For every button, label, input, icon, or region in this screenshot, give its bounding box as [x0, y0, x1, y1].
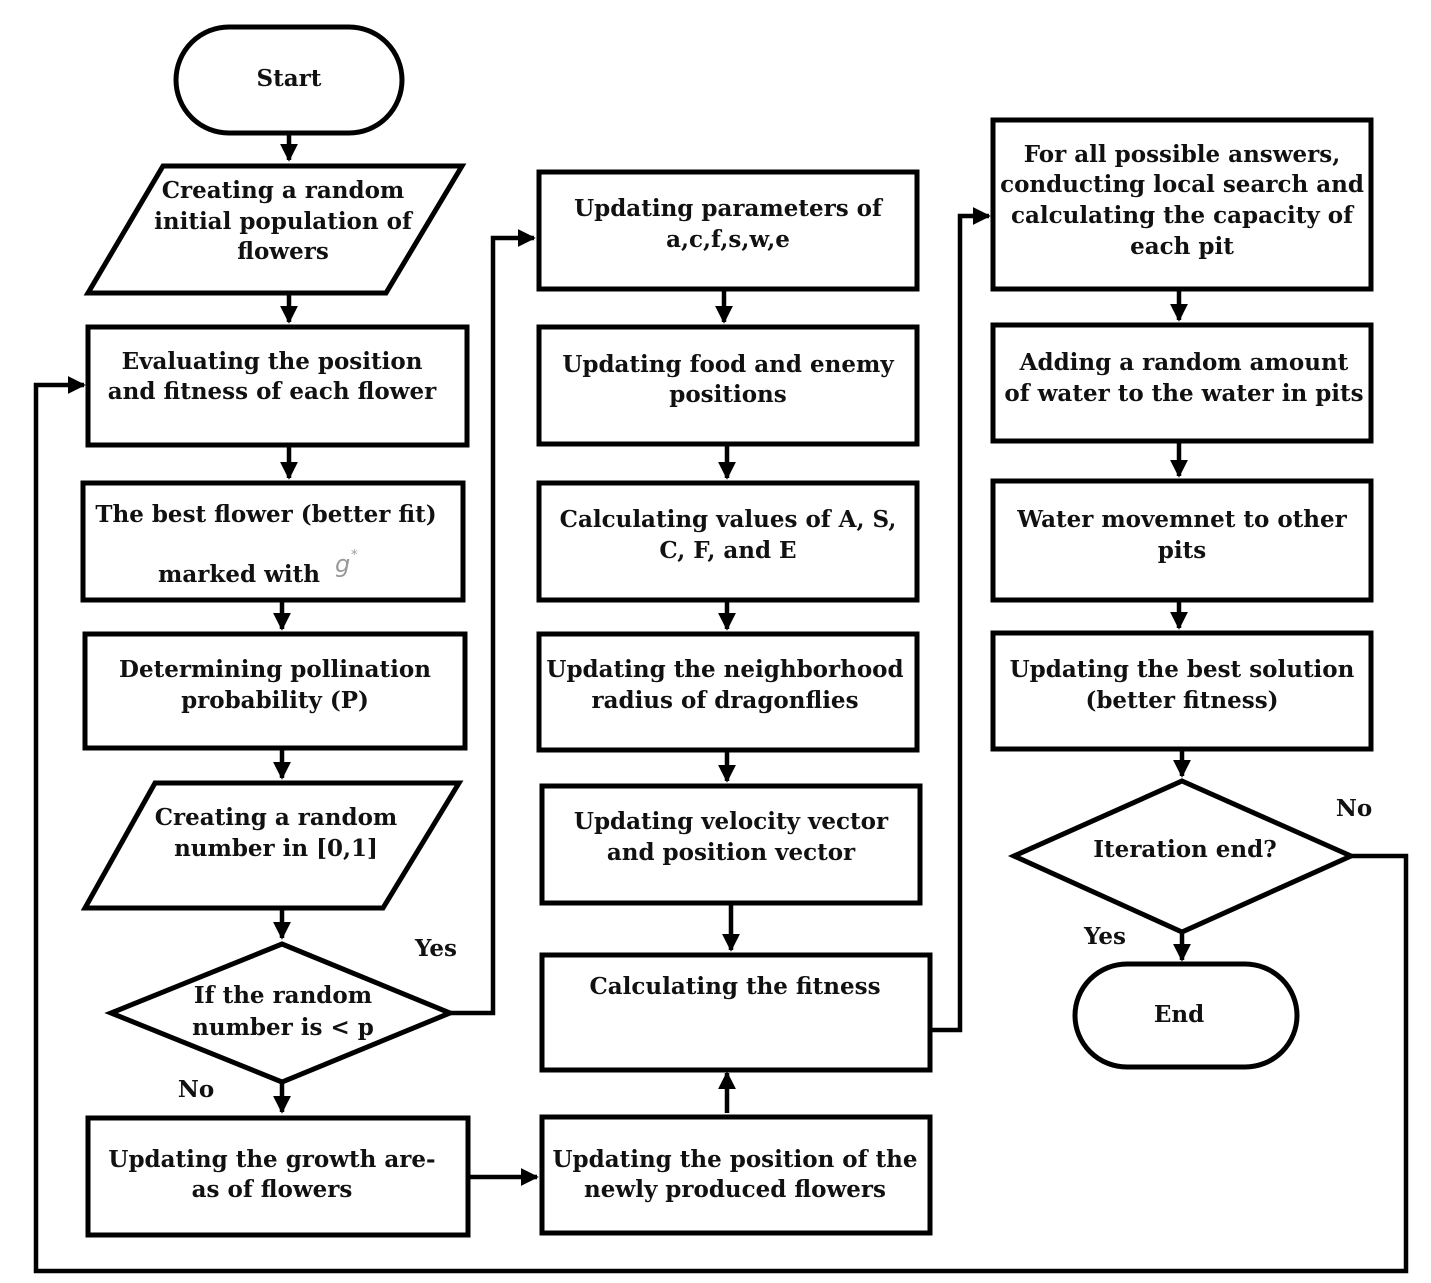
node-neighborhood-line-1: Updating the neighborhood	[546, 656, 903, 683]
node-update-params-line-1: Updating parameters of	[574, 195, 884, 222]
node-update-params-line-2: a,c,f,s,w,e	[666, 226, 790, 253]
node-start-label: Start	[257, 65, 322, 92]
label-decision-iteration-yes: Yes	[1083, 923, 1126, 950]
node-pollination: Determining pollination probability (P)	[82, 631, 468, 751]
node-growth-areas-line-2: as of flowers	[192, 1176, 353, 1203]
arrow-fitness-to-localsearch	[932, 207, 991, 1033]
node-decision-iteration: Iteration end?	[1007, 778, 1358, 935]
node-pollination-line-1: Determining pollination	[119, 656, 431, 683]
node-new-flowers-line-2: newly produced flowers	[584, 1176, 886, 1203]
node-local-search-line-2: conducting local search and	[1000, 171, 1364, 198]
node-local-search: For all possible answers, conducting loc…	[990, 117, 1374, 292]
node-neighborhood-line-2: radius of dragonflies	[591, 687, 858, 714]
node-local-search-line-1: For all possible answers,	[1024, 141, 1341, 168]
node-init-population: Creating a random initial population of …	[83, 163, 467, 296]
node-random-number-line-1: Creating a random	[155, 804, 398, 831]
label-decision-random-yes: Yes	[414, 935, 457, 962]
arrow-iteration-no-loop-back	[33, 376, 1409, 1274]
node-start: Start	[173, 24, 405, 136]
node-new-flowers: Updating the position of the newly produ…	[539, 1114, 933, 1236]
node-neighborhood: Updating the neighborhood radius of drag…	[536, 631, 920, 753]
label-decision-iteration-no: No	[1336, 795, 1372, 822]
node-random-number-line-2: number in [0,1]	[174, 835, 378, 862]
node-calc-values-line-1: Calculating values of A, S,	[560, 506, 897, 533]
node-best-solution: Updating the best solution (better fitne…	[990, 630, 1374, 752]
node-end: End	[1072, 961, 1300, 1070]
node-local-search-line-4: each pit	[1130, 233, 1234, 260]
node-water-movement-line-1: Water movemnet to other	[1016, 506, 1347, 533]
node-evaluate-line-2: and fitness of each flower	[108, 378, 437, 405]
node-local-search-line-3: calculating the capacity of	[1011, 202, 1355, 229]
node-add-water-line-1: Adding a random amount	[1019, 349, 1349, 376]
node-add-water-line-2: of water to the water in pits	[1004, 380, 1363, 407]
node-best-flower-line-1: The best flower (better fit)	[95, 501, 436, 528]
node-decision-random: If the random number is < p	[104, 941, 457, 1085]
node-add-water: Adding a random amount of water to the w…	[990, 322, 1374, 444]
node-calc-fitness-line-1: Calculating the fitness	[589, 973, 880, 1000]
node-end-label: End	[1154, 1001, 1204, 1028]
label-decision-random-no: No	[178, 1076, 214, 1103]
node-growth-areas-line-1: Updating the growth are-	[108, 1146, 435, 1173]
node-decision-iteration-line-1: Iteration end?	[1093, 836, 1276, 863]
node-velocity-line-2: and position vector	[607, 839, 856, 866]
node-calc-values-line-2: C, F, and E	[659, 537, 796, 564]
node-velocity-line-1: Updating velocity vector	[574, 808, 889, 835]
node-velocity: Updating velocity vector and position ve…	[539, 783, 923, 906]
node-growth-areas: Updating the growth are- as of flowers	[85, 1115, 471, 1238]
node-new-flowers-line-1: Updating the position of the	[552, 1146, 917, 1173]
node-food-enemy: Updating food and enemy positions	[536, 324, 920, 447]
node-decision-random-line-2: number is < p	[192, 1014, 374, 1041]
node-calc-fitness: Calculating the fitness	[539, 952, 933, 1073]
node-init-population-line-3: flowers	[237, 238, 329, 265]
node-evaluate: Evaluating the position and fitness of e…	[85, 324, 470, 448]
node-update-params: Updating parameters of a,c,f,s,w,e	[536, 169, 920, 292]
node-best-flower: The best flower (better fit) marked with…	[80, 480, 466, 603]
node-pollination-line-2: probability (P)	[181, 687, 369, 714]
node-evaluate-line-1: Evaluating the position	[122, 348, 423, 375]
node-water-movement-line-2: pits	[1158, 537, 1206, 564]
arrow-decision-yes-to-params	[450, 229, 536, 1016]
node-food-enemy-line-1: Updating food and enemy	[562, 351, 894, 378]
node-best-flower-line-2: marked with	[158, 561, 320, 588]
node-best-solution-line-2: (better fitness)	[1085, 687, 1278, 714]
node-food-enemy-line-2: positions	[669, 381, 786, 408]
g-star-symbol: g	[335, 550, 350, 578]
node-calc-values: Calculating values of A, S, C, F, and E	[536, 480, 920, 603]
g-star-superscript: *	[351, 548, 358, 563]
node-random-number: Creating a random number in [0,1]	[80, 780, 464, 911]
connectors	[33, 133, 1409, 1274]
node-init-population-line-1: Creating a random	[162, 177, 405, 204]
node-water-movement: Water movemnet to other pits	[990, 478, 1374, 603]
node-decision-random-line-1: If the random	[194, 982, 372, 1009]
node-init-population-line-2: initial population of	[154, 208, 414, 235]
node-best-solution-line-1: Updating the best solution	[1010, 656, 1355, 683]
